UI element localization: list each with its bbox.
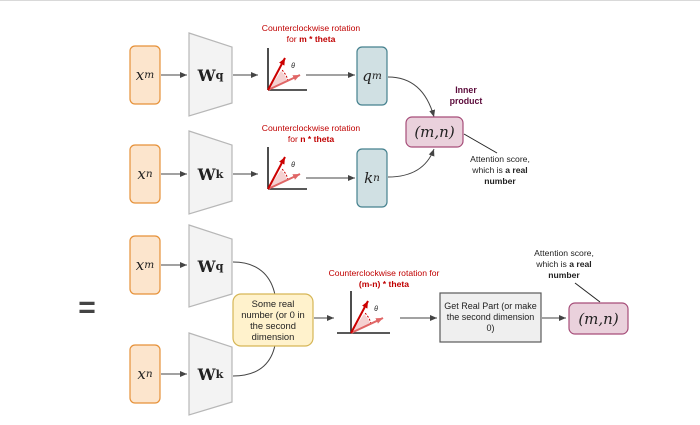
input-xn-box-top [129, 144, 161, 204]
input-xm-box-bottom [129, 235, 161, 295]
rotation-icon-mn [337, 291, 390, 334]
kn-box [356, 148, 388, 208]
score-pointer-top [463, 133, 498, 154]
score-pointer-bottom [574, 282, 601, 303]
weight-wq-shape-top [188, 32, 233, 117]
result-box [568, 302, 629, 335]
input-xm-box-top [129, 45, 161, 105]
inner-product-box [405, 116, 464, 148]
curve-qm-inner [387, 76, 436, 118]
top-border [0, 0, 700, 1]
curve-wq-real [232, 261, 276, 296]
qm-box [356, 46, 388, 106]
curve-wk-real [232, 344, 276, 377]
weight-wk-shape-top [188, 130, 233, 215]
rotation-icon-k [267, 147, 307, 190]
weight-wk-shape-bottom [188, 332, 233, 416]
input-xn-box-bottom [129, 344, 161, 404]
real-number-box [232, 293, 314, 347]
weight-wq-shape-bottom [188, 224, 233, 308]
rotation-icon-q [267, 48, 307, 91]
get-real-box [439, 292, 542, 343]
curve-kn-inner [387, 148, 435, 178]
